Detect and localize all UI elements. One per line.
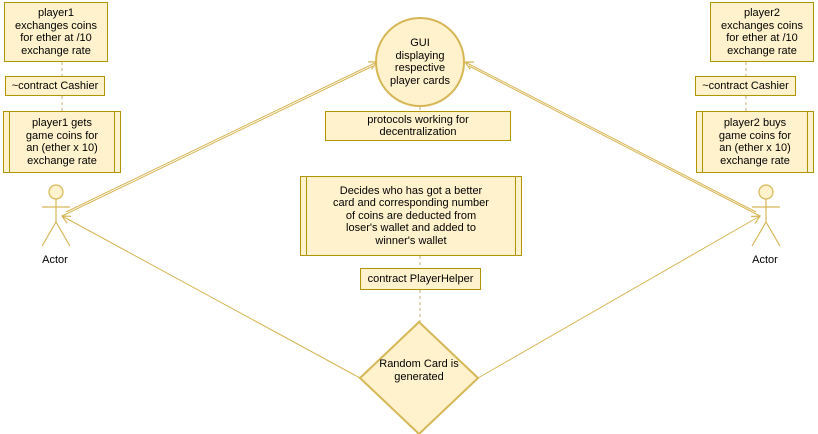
random-card-label: Random Card is generated [379, 358, 459, 383]
left-actor-figure [41, 184, 71, 247]
player1-gets-note: player1 gets game coins for an (ether x … [3, 111, 121, 173]
cashier-contract-left: ~contract Cashier [5, 76, 105, 96]
edge-diamond-to-right-actor [477, 216, 760, 379]
gui-circle: GUI displaying respective player cards [375, 17, 465, 107]
random-card-diamond [358, 320, 480, 434]
edge-left-actor-to-gui-2 [61, 65, 374, 217]
edge-right-actor-to-gui [465, 62, 757, 213]
cashier-contract-right: ~contract Cashier [695, 76, 796, 96]
edge-diamond-to-left-actor [62, 216, 361, 379]
protocols-note: protocols working for decentralization [325, 111, 511, 141]
right-actor-label: Actor [752, 254, 778, 266]
player1-exchange-note: player1 exchanges coins for ether at /10… [4, 2, 108, 62]
player-helper-contract: contract PlayerHelper [360, 268, 481, 290]
player2-buys-note: player2 buys game coins for an (ether x … [696, 111, 814, 173]
right-actor-figure [751, 184, 781, 247]
edge-left-actor-to-gui [65, 62, 377, 213]
edge-right-actor-to-gui-2 [468, 65, 761, 217]
player2-exchange-note: player2 exchanges coins for ether at /10… [710, 2, 814, 62]
decides-note: Decides who has got a better card and co… [300, 176, 522, 256]
left-actor-label: Actor [42, 254, 68, 266]
